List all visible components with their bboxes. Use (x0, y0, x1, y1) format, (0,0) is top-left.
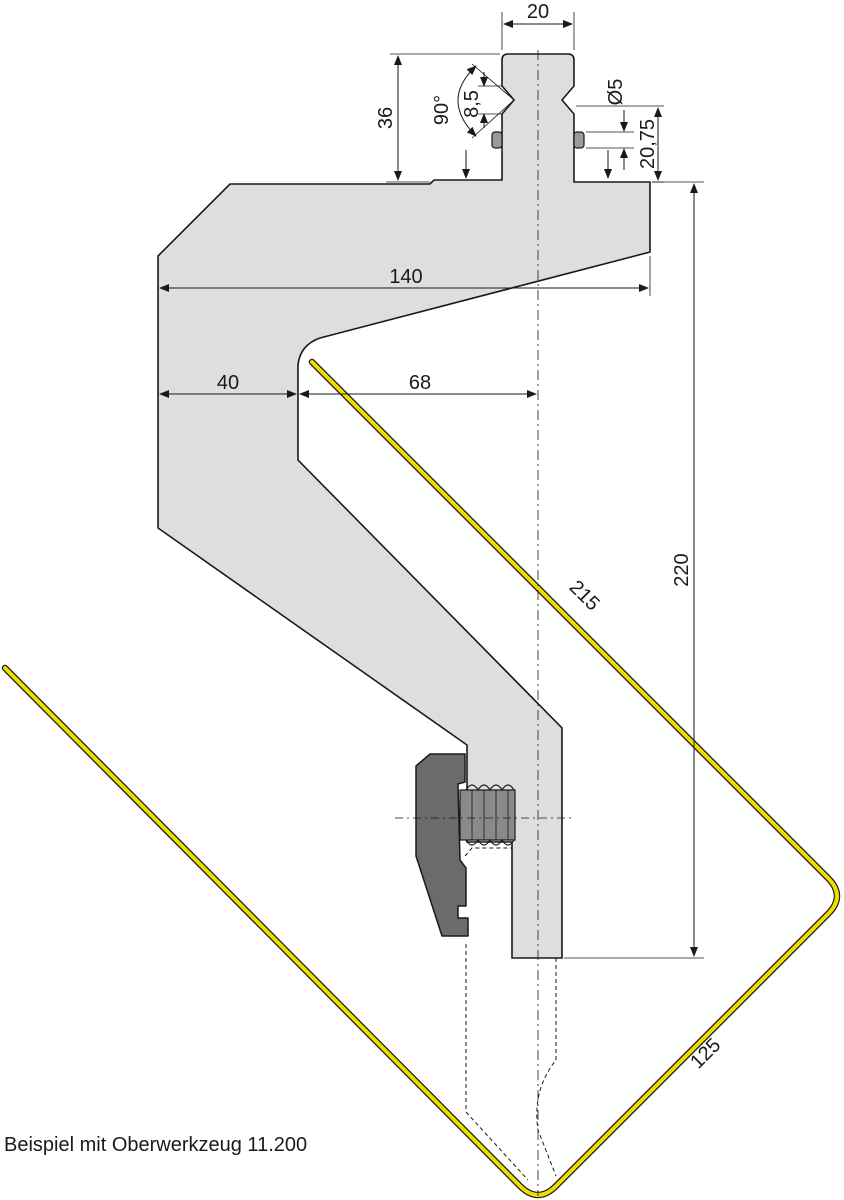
pin-left (491, 131, 503, 149)
dim-gooseneck-offset: 68 (299, 372, 537, 398)
dim-pin-diameter: Ø5 (586, 79, 634, 170)
svg-text:140: 140 (389, 266, 422, 288)
dim-angle: 90° (431, 63, 515, 139)
spring (395, 784, 575, 846)
dim-total-height: 220 (564, 181, 704, 959)
dim-tang-width: 20 (501, 1, 575, 50)
pin-right (573, 131, 585, 149)
dim-groove-depth: 8,5 (461, 72, 502, 128)
dim-tang-height: 36 (375, 53, 500, 183)
dim-body-width: 140 (159, 256, 651, 296)
svg-text:90°: 90° (431, 95, 453, 125)
svg-text:68: 68 (409, 372, 431, 394)
svg-text:20: 20 (527, 1, 549, 23)
svg-text:36: 36 (375, 107, 397, 129)
svg-text:20,75: 20,75 (637, 119, 659, 169)
hidden-punch (464, 847, 557, 1181)
label-sheet-long: 215 (565, 576, 604, 615)
force-arrows (462, 150, 612, 179)
dim-pin-offset: 20,75 (576, 105, 664, 183)
tool-body (157, 53, 651, 959)
svg-text:40: 40 (217, 372, 239, 394)
clamp-holder (415, 753, 469, 937)
svg-text:8,5: 8,5 (461, 90, 483, 118)
caption: Beispiel mit Oberwerkzeug 11.200 (4, 1134, 308, 1156)
label-sheet-short: 125 (686, 1034, 725, 1073)
svg-text:Ø5: Ø5 (605, 79, 627, 106)
dim-back-thickness: 40 (159, 372, 297, 398)
svg-text:220: 220 (671, 553, 693, 586)
